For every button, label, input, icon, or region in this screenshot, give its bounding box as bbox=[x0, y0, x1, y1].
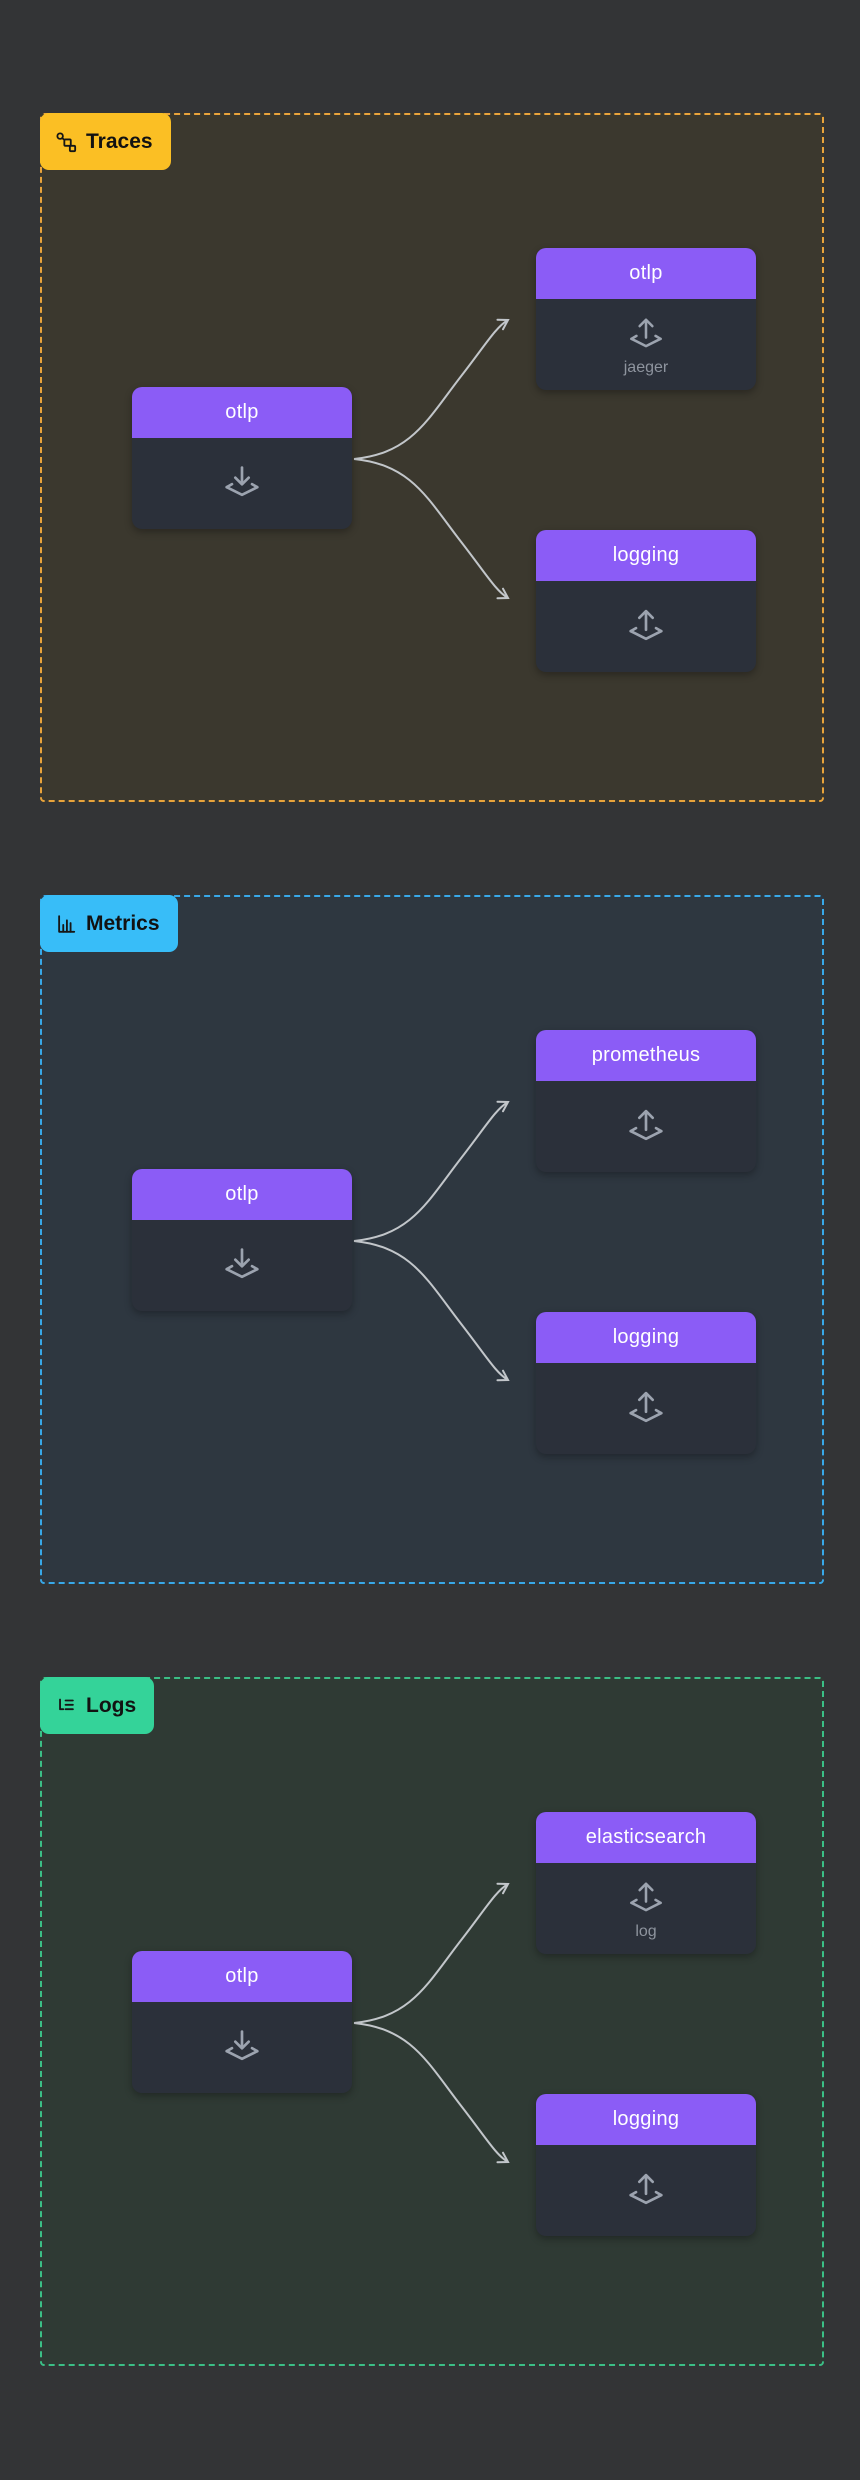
edge-receiver-to-exporter-1 bbox=[353, 1100, 510, 1242]
section-badge-label: Metrics bbox=[86, 911, 160, 935]
node-exporter-elasticsearch-log[interactable]: elasticsearch log bbox=[536, 1812, 756, 1954]
node-receiver-otlp[interactable]: otlp bbox=[132, 1169, 352, 1311]
node-title: logging bbox=[536, 1312, 756, 1363]
node-subtitle: jaeger bbox=[623, 359, 669, 376]
node-exporter-prometheus[interactable]: prometheus bbox=[536, 1030, 756, 1172]
node-title: logging bbox=[536, 2094, 756, 2145]
receive-tray-icon bbox=[221, 1242, 263, 1289]
node-receiver-otlp[interactable]: otlp bbox=[132, 387, 352, 529]
section-badge-metrics: Metrics bbox=[40, 895, 178, 952]
workflow-icon bbox=[55, 131, 77, 153]
node-title: otlp bbox=[132, 387, 352, 438]
node-title: otlp bbox=[132, 1169, 352, 1220]
node-exporter-otlp-jaeger[interactable]: otlp jaeger bbox=[536, 248, 756, 390]
edge-receiver-to-exporter-2 bbox=[353, 2022, 510, 2164]
node-exporter-logging[interactable]: logging bbox=[536, 1312, 756, 1454]
edge-receiver-to-exporter-1 bbox=[353, 1882, 510, 2024]
bar-chart-icon bbox=[55, 913, 77, 935]
section-logs: Logs otlp elasticsearch bbox=[40, 1677, 824, 2366]
export-tray-icon bbox=[625, 2167, 667, 2214]
edge-receiver-to-exporter-2 bbox=[353, 458, 510, 600]
node-title: otlp bbox=[536, 248, 756, 299]
section-badge-traces: Traces bbox=[40, 113, 171, 170]
section-traces: Traces otlp otlp bbox=[40, 113, 824, 802]
node-exporter-logging[interactable]: logging bbox=[536, 530, 756, 672]
export-tray-icon bbox=[626, 1876, 666, 1921]
export-tray-icon bbox=[625, 1103, 667, 1150]
export-tray-icon bbox=[626, 312, 666, 357]
receive-tray-icon bbox=[221, 460, 263, 507]
node-title: elasticsearch bbox=[536, 1812, 756, 1863]
node-receiver-otlp[interactable]: otlp bbox=[132, 1951, 352, 2093]
section-badge-label: Traces bbox=[86, 129, 153, 153]
section-metrics: Metrics otlp prometheus bbox=[40, 895, 824, 1584]
export-tray-icon bbox=[625, 1385, 667, 1432]
section-badge-logs: Logs bbox=[40, 1677, 155, 1734]
export-tray-icon bbox=[625, 603, 667, 650]
logs-icon bbox=[55, 1695, 77, 1717]
node-exporter-logging[interactable]: logging bbox=[536, 2094, 756, 2236]
receive-tray-icon bbox=[221, 2024, 263, 2071]
node-title: prometheus bbox=[536, 1030, 756, 1081]
node-title: otlp bbox=[132, 1951, 352, 2002]
section-badge-label: Logs bbox=[86, 1693, 137, 1717]
node-title: logging bbox=[536, 530, 756, 581]
edge-receiver-to-exporter-1 bbox=[353, 318, 510, 460]
edge-receiver-to-exporter-2 bbox=[353, 1240, 510, 1382]
node-subtitle: log bbox=[635, 1923, 657, 1940]
